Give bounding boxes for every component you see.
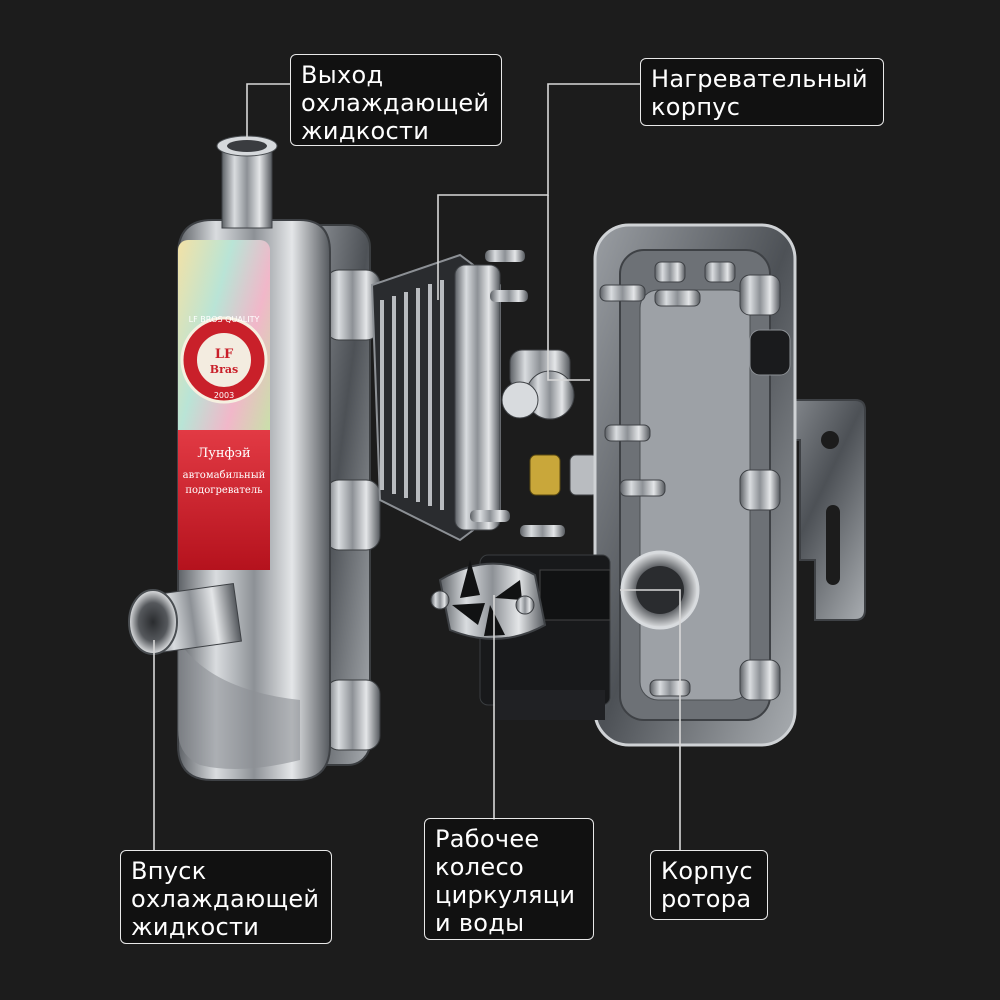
seal-logo-top: LF	[215, 347, 234, 362]
callout-outlet-line1: Выход	[301, 61, 384, 89]
seal-brand-ring: LF BROS QUALITY	[189, 315, 260, 324]
callout-impeller-line2: колесо	[435, 853, 524, 881]
callout-heating-line1: Нагревательный	[651, 65, 868, 93]
leader-outlet	[246, 83, 290, 140]
callout-coolant-inlet: Впуск охлаждающей жидкости	[120, 850, 332, 944]
callout-rotor-line1: Корпус	[661, 857, 753, 885]
leader-rotor-housing	[620, 589, 681, 850]
callout-outlet-line2: охлаждающей	[301, 89, 490, 117]
callout-heating-line2: корпус	[651, 93, 741, 121]
callout-impeller-line3: циркуляци	[435, 881, 576, 909]
callout-rotor-line2: ротора	[661, 885, 752, 913]
callout-outlet-line3: жидкости	[301, 117, 430, 145]
impeller-pump	[430, 554, 611, 720]
callout-impeller-line1: Рабочее	[435, 825, 540, 853]
heating-element	[370, 250, 528, 542]
callout-inlet-line1: Впуск	[131, 857, 207, 885]
callout-coolant-outlet: Выход охлаждающей жидкости	[290, 54, 502, 146]
seal-logo-bottom: Bras	[210, 363, 238, 376]
seal-year: 2003	[214, 391, 234, 400]
callout-heating-body: Нагревательный корпус	[640, 58, 884, 126]
thermostat-parts	[501, 349, 599, 537]
callout-impeller-line4: и воды	[435, 909, 525, 937]
product-desc-line1: автомабильный	[183, 470, 266, 481]
leader-thermostat	[547, 195, 590, 381]
callout-inlet-line2: охлаждающей	[131, 885, 320, 913]
product-desc-line2: подогреватель	[185, 485, 263, 496]
heater-body: LF Bras LF BROS QUALITY 2003 Лунфэй авто…	[128, 135, 381, 781]
product-name: Лунфэй	[197, 446, 250, 461]
rotor-housing	[593, 223, 866, 747]
callout-rotor-housing: Корпус ротора	[650, 850, 768, 920]
callout-inlet-line3: жидкости	[131, 913, 260, 941]
callout-impeller: Рабочее колесо циркуляци и воды	[424, 818, 594, 940]
leader-lines	[153, 83, 681, 850]
